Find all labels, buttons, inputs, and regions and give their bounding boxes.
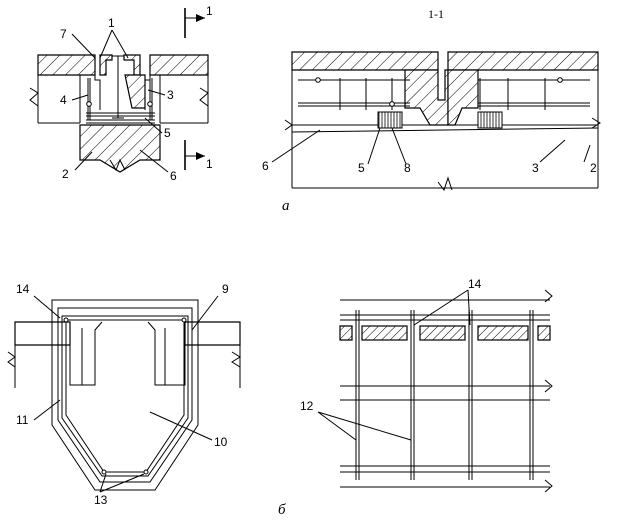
section-title: 1-1	[428, 7, 444, 21]
callout-13: 13	[94, 493, 108, 507]
panel-b-left-callouts: 14 9 11 10 13	[16, 282, 229, 507]
caption-a: а	[282, 198, 290, 214]
callout-2-section: 2	[590, 161, 597, 175]
panel-b-cross-section	[7, 295, 241, 493]
callout-11: 11	[16, 413, 29, 427]
marker-1-top: 1	[206, 4, 213, 18]
panel-a-section-1-1: 1-1	[271, 7, 601, 192]
callout-1-top: 1	[108, 16, 115, 30]
panel-a-cross-section	[29, 8, 209, 173]
panel-b-right-callouts: 14 12	[300, 277, 482, 413]
marker-1-bottom: 1	[206, 157, 213, 171]
callout-5-section: 5	[358, 161, 365, 175]
callout-2: 2	[62, 167, 69, 181]
panel-a-right-callouts: 6 5 8 3 2	[262, 159, 597, 175]
callout-8-section: 8	[404, 161, 411, 175]
callout-12-elev: 12	[300, 399, 314, 413]
callout-14-elev: 14	[468, 277, 482, 291]
callout-4: 4	[60, 93, 67, 107]
callout-10: 10	[214, 435, 228, 449]
caption-b: б	[278, 502, 286, 518]
callout-14: 14	[16, 282, 30, 296]
callout-3-section: 3	[532, 161, 539, 175]
callout-6-section: 6	[262, 159, 269, 173]
callout-9: 9	[222, 282, 229, 296]
callout-6: 6	[170, 169, 177, 183]
panel-a-left-callouts: 7 1 1 4 3 5 2 6 1	[60, 4, 213, 183]
callout-3: 3	[167, 88, 174, 102]
panel-b-elevation	[317, 289, 553, 493]
callout-5: 5	[164, 126, 171, 140]
callout-7: 7	[60, 27, 67, 41]
